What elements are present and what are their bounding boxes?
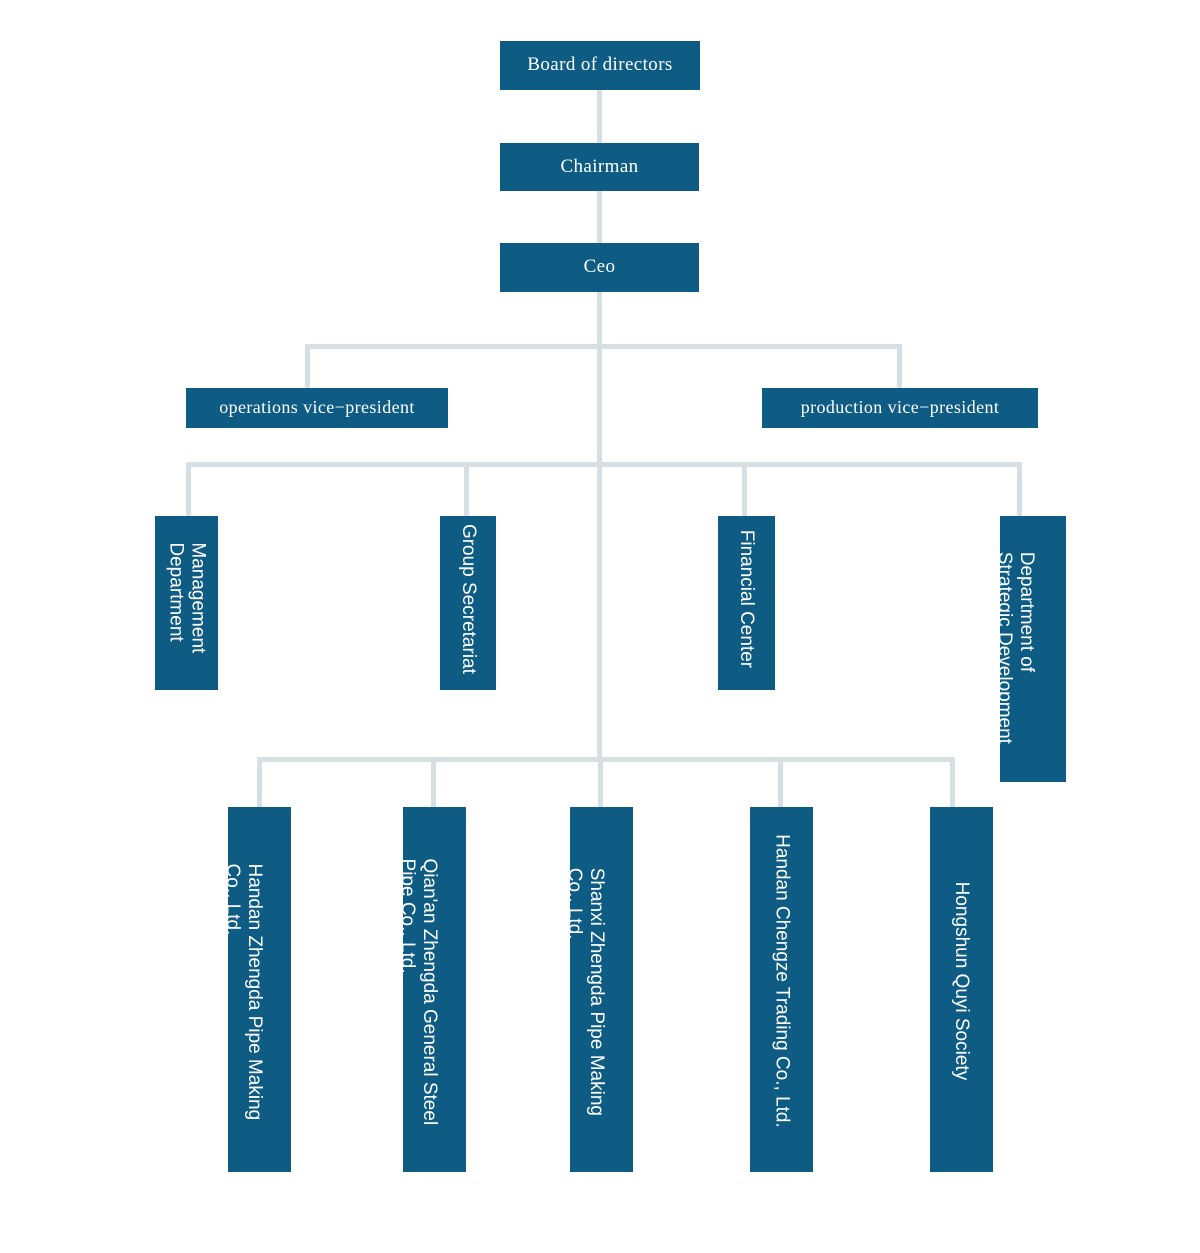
connector-bus-departments — [186, 462, 1022, 467]
node-label: Chairman — [560, 155, 639, 177]
connector-drop-hongshun-quyi — [950, 757, 955, 807]
node-label: Handan Chengze Trading Co., Ltd. — [771, 834, 793, 1128]
vertical-text-wrap: Handan Zhengda Pipe Making Co., Ltd. — [223, 807, 291, 1172]
node-label: Qian'an Zhengda General Steel Pipe Co., … — [397, 858, 441, 1126]
connector-drop-group-secretariat — [464, 462, 469, 516]
node-financial-center[interactable]: Financial Center — [718, 516, 775, 690]
connector-bus-vice-presidents — [305, 344, 902, 349]
node-label: Handan Zhengda Pipe Making Co., Ltd. — [222, 863, 266, 1121]
node-operations-vice-president[interactable]: operations vice−president — [186, 388, 448, 428]
node-label: Department of Strategic Development — [994, 551, 1037, 744]
node-label: production vice−president — [800, 397, 1000, 418]
connector-drop-handan-zhengda — [257, 757, 262, 807]
connector-drop-financial-center — [742, 462, 747, 516]
node-label: Ceo — [583, 256, 616, 278]
node-label: Management Department — [165, 542, 209, 654]
connector-spine-to-subsidiaries — [597, 467, 602, 762]
node-chairman[interactable]: Chairman — [500, 143, 699, 191]
vertical-text-wrap: Group Secretariat — [440, 516, 496, 690]
node-label: Board of directors — [527, 54, 673, 76]
node-shanxi-zhengda-pipe-making[interactable]: Shanxi Zhengda Pipe Making Co., Ltd. — [565, 807, 633, 1172]
connector-drop-management-department — [186, 462, 191, 516]
node-department-of-strategic-development[interactable]: Department of Strategic Development — [994, 516, 1066, 782]
node-label: operations vice−president — [219, 397, 415, 418]
node-hongshun-quyi-society[interactable]: Hongshun Quyi Society — [930, 807, 993, 1172]
vertical-text-wrap: Department of Strategic Development — [994, 516, 1066, 782]
connector-bus-subsidiaries — [257, 757, 955, 762]
connector-drop-ops-vp — [305, 344, 310, 388]
connector-board-to-chairman — [597, 90, 602, 143]
node-label: Shanxi Zhengda Pipe Making Co., Ltd. — [564, 867, 608, 1116]
node-label: Financial Center — [736, 529, 758, 669]
node-group-secretariat[interactable]: Group Secretariat — [440, 516, 496, 690]
node-ceo[interactable]: Ceo — [500, 243, 699, 292]
vertical-text-wrap: Shanxi Zhengda Pipe Making Co., Ltd. — [565, 807, 633, 1172]
connector-drop-handan-chengze — [778, 757, 783, 807]
vertical-text-wrap: Hongshun Quyi Society — [930, 807, 993, 1172]
node-handan-chengze-trading[interactable]: Handan Chengze Trading Co., Ltd. — [750, 807, 813, 1172]
vertical-text-wrap: Qian'an Zhengda General Steel Pipe Co., … — [398, 807, 466, 1172]
connector-ceo-spine — [597, 292, 602, 464]
connector-chairman-to-ceo — [597, 191, 602, 243]
vertical-text-wrap: Management Department — [155, 516, 218, 690]
connector-drop-strategic-development — [1017, 462, 1022, 516]
node-management-department[interactable]: Management Department — [155, 516, 218, 690]
node-production-vice-president[interactable]: production vice−president — [762, 388, 1038, 428]
node-label: Hongshun Quyi Society — [951, 881, 973, 1081]
node-qianan-zhengda-general-steel-pipe[interactable]: Qian'an Zhengda General Steel Pipe Co., … — [398, 807, 466, 1172]
node-handan-zhengda-pipe-making[interactable]: Handan Zhengda Pipe Making Co., Ltd. — [223, 807, 291, 1172]
node-board-of-directors[interactable]: Board of directors — [500, 41, 700, 90]
vertical-text-wrap: Handan Chengze Trading Co., Ltd. — [750, 807, 813, 1172]
connector-drop-shanxi-zhengda — [598, 757, 603, 807]
vertical-text-wrap: Financial Center — [718, 516, 775, 690]
connector-drop-prod-vp — [897, 344, 902, 388]
connector-drop-qianan-zhengda — [431, 757, 436, 807]
node-label: Group Secretariat — [457, 523, 479, 674]
